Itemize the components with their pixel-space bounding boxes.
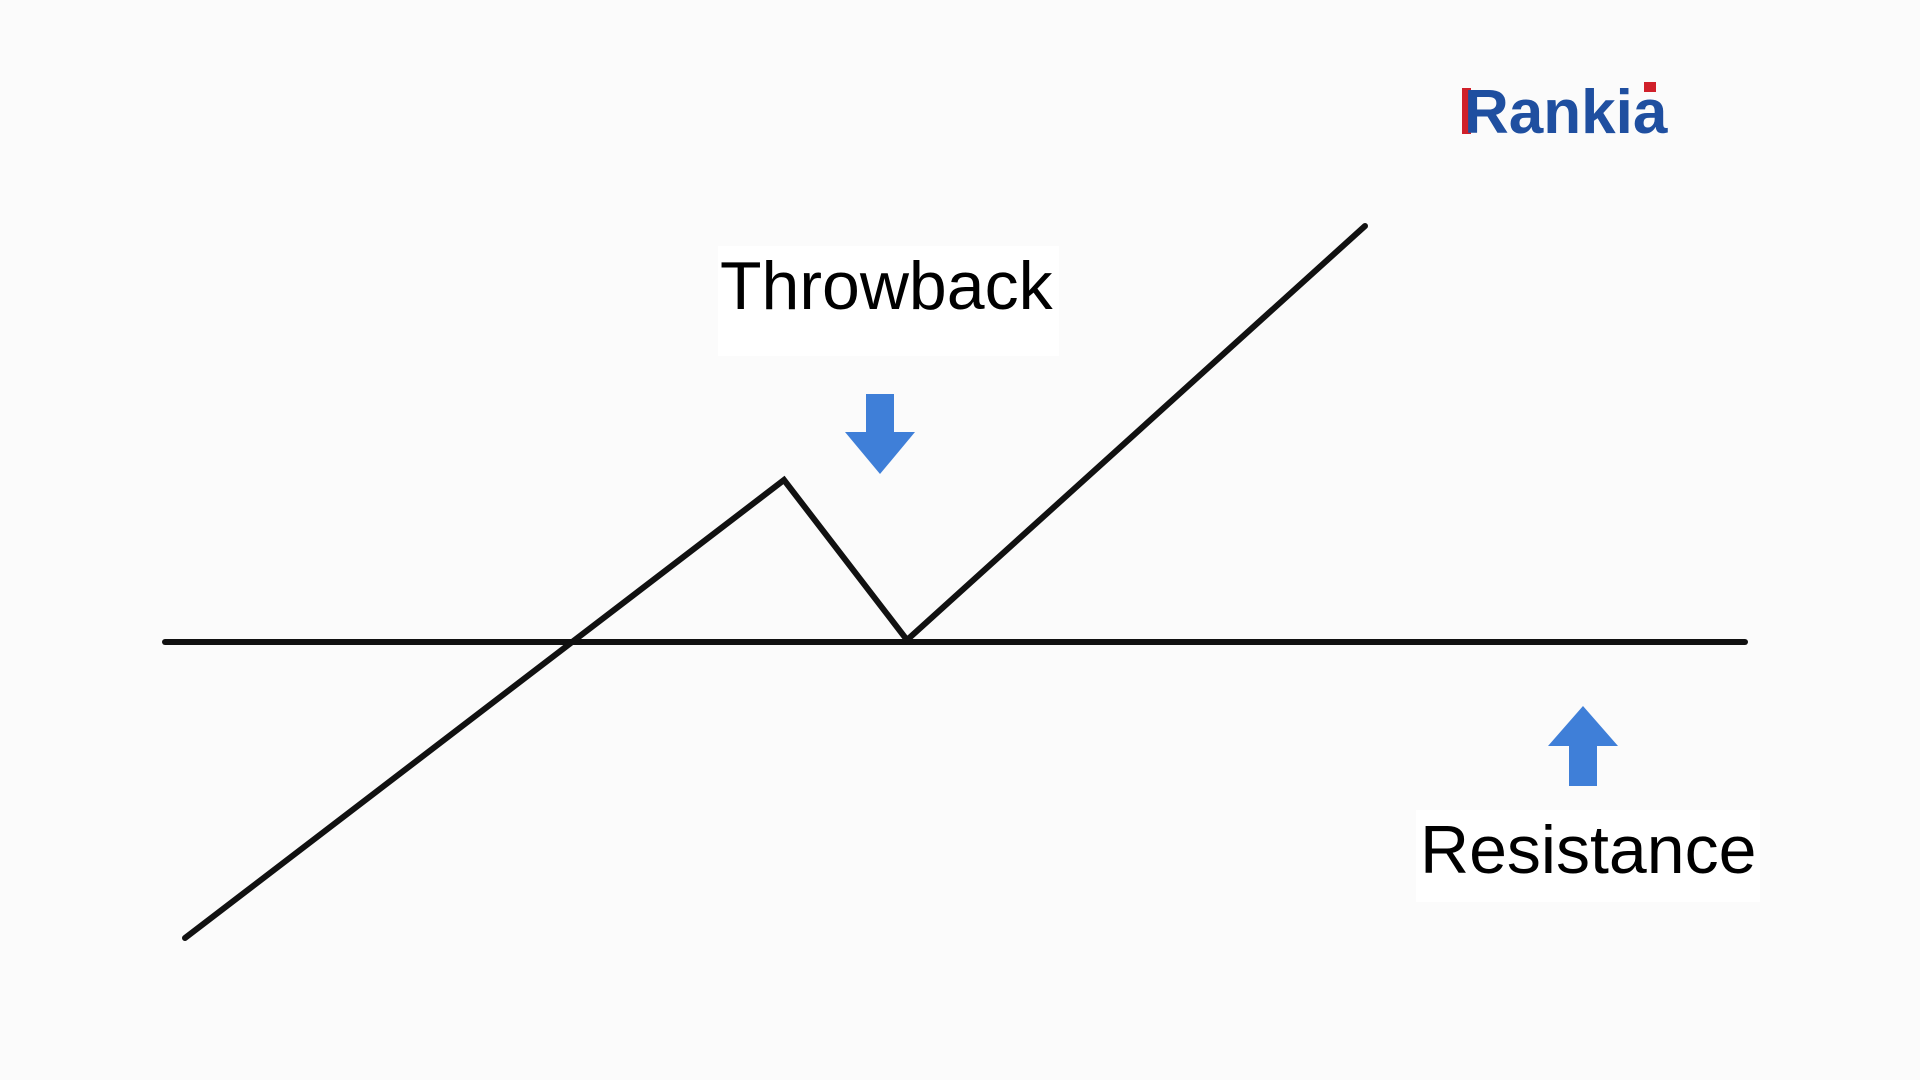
price-path (182, 223, 1368, 941)
throwback-label: Throwback (718, 246, 1059, 356)
arrow-up-icon (1548, 706, 1618, 786)
arrow-down-icon (845, 394, 915, 474)
rankia-logo-text: Rankia (1464, 78, 1668, 147)
resistance-label: Resistance (1416, 810, 1761, 902)
rankia-logo: Rankia (1462, 78, 1668, 147)
